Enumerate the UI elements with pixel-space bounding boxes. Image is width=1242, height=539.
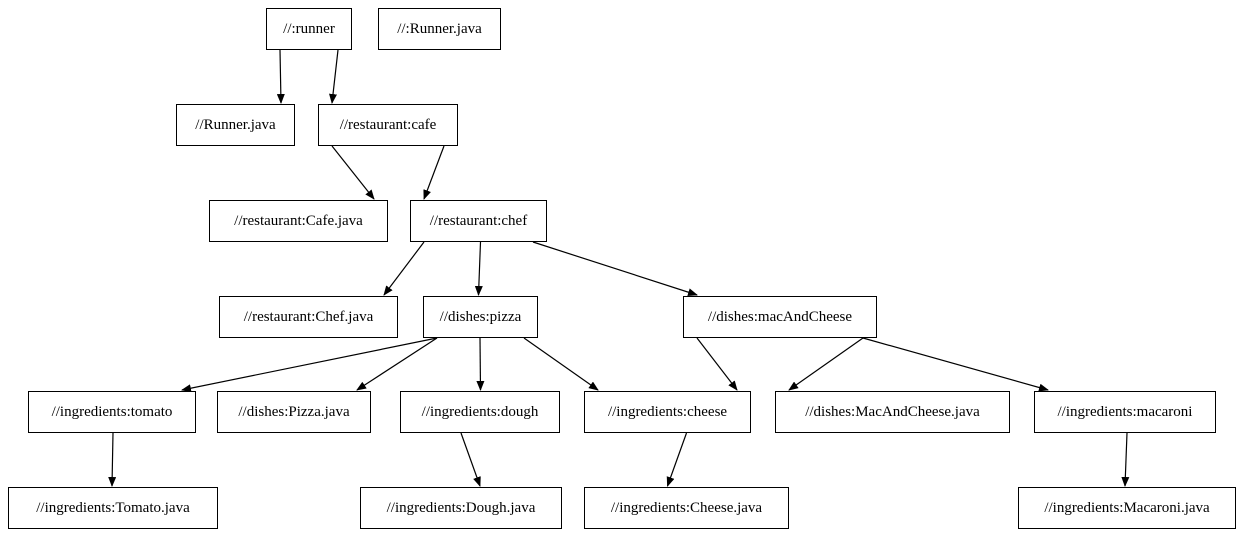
graph-node-chef: //restaurant:chef	[410, 200, 547, 242]
graph-node-cheese: //ingredients:cheese	[584, 391, 751, 433]
edge-pizza-to-pizza-java	[356, 337, 438, 391]
graph-node-macandcheese-java: //dishes:MacAndCheese.java	[775, 391, 1010, 433]
graph-node-tomato: //ingredients:tomato	[28, 391, 196, 433]
graph-node-runner-java-label: //:Runner.java	[378, 8, 501, 50]
graph-node-macaroni-java: //ingredients:Macaroni.java	[1018, 487, 1236, 529]
graph-node-dough: //ingredients:dough	[400, 391, 560, 433]
edge-chef-to-macandcheese	[532, 241, 698, 297]
graph-node-macaroni: //ingredients:macaroni	[1034, 391, 1216, 433]
edge-dough-to-dough-java	[460, 432, 481, 487]
edge-cafe-to-cafe-java	[331, 145, 375, 200]
edge-macaroni-to-macaroni-java	[1121, 432, 1130, 487]
graph-node-chef-java: //restaurant:Chef.java	[219, 296, 398, 338]
edge-pizza-to-tomato	[181, 337, 438, 393]
edge-macandcheese-to-macaroni	[862, 337, 1049, 392]
edge-cheese-to-cheese-java	[666, 432, 688, 487]
edge-chef-to-chef-java	[383, 241, 425, 296]
edge-macandcheese-to-macandcheese-java	[788, 337, 864, 391]
edge-chef-to-pizza	[474, 241, 483, 296]
edge-runner-to-runner-java-file	[276, 49, 285, 104]
edge-tomato-to-tomato-java	[108, 432, 117, 487]
graph-node-runner-java-file: //Runner.java	[176, 104, 295, 146]
edge-runner-to-cafe	[329, 49, 339, 104]
graph-node-cafe-java: //restaurant:Cafe.java	[209, 200, 388, 242]
graph-node-cheese-java: //ingredients:Cheese.java	[584, 487, 789, 529]
graph-node-runner: //:runner	[266, 8, 352, 50]
graph-node-cafe: //restaurant:cafe	[318, 104, 458, 146]
edge-pizza-to-cheese	[523, 337, 599, 391]
graph-node-pizza: //dishes:pizza	[423, 296, 538, 338]
edge-pizza-to-dough	[476, 337, 485, 391]
edge-cafe-to-chef	[423, 145, 445, 200]
graph-node-macandcheese: //dishes:macAndCheese	[683, 296, 877, 338]
graph-node-tomato-java: //ingredients:Tomato.java	[8, 487, 218, 529]
edge-macandcheese-to-cheese	[696, 337, 738, 391]
graph-node-dough-java: //ingredients:Dough.java	[360, 487, 562, 529]
graph-node-pizza-java: //dishes:Pizza.java	[217, 391, 371, 433]
